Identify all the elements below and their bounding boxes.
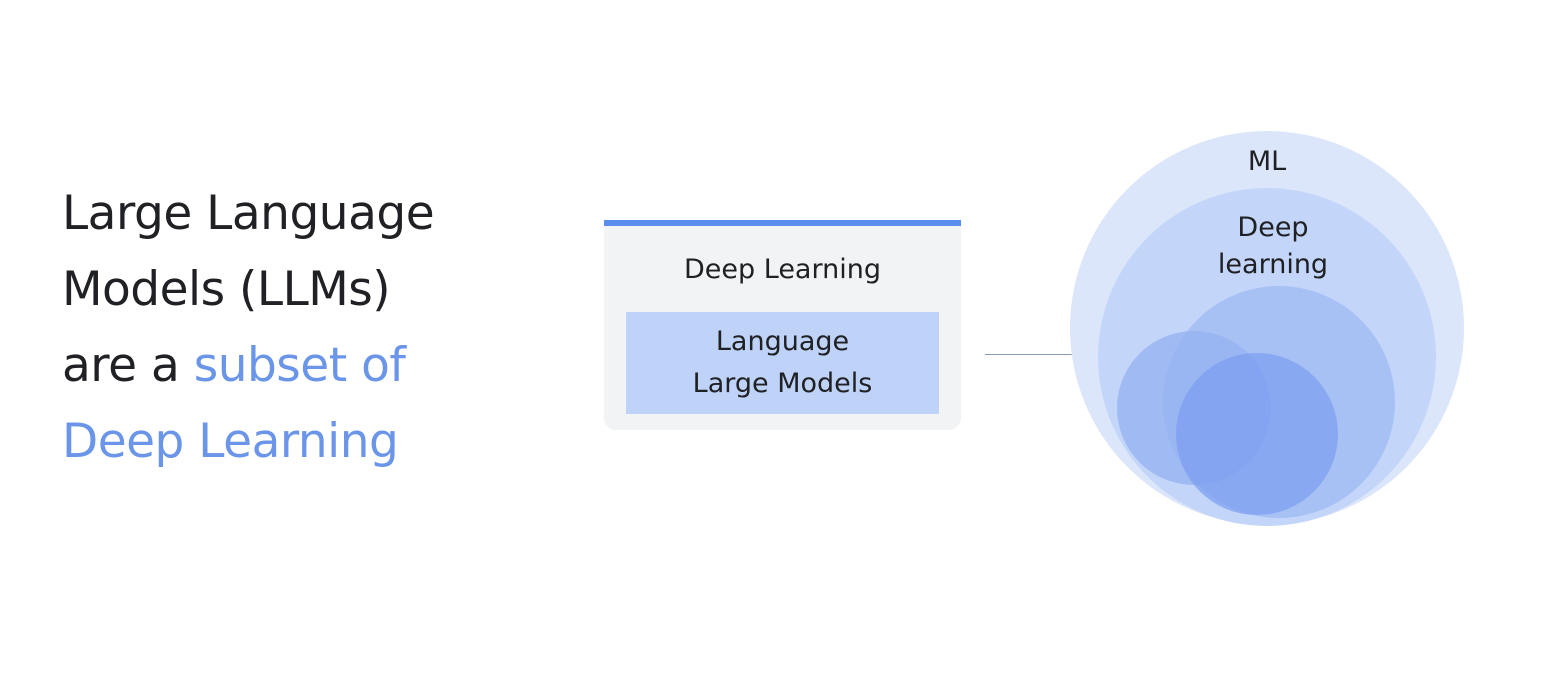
headline: Large Language Models (LLMs) are a subse… [62,176,435,480]
headline-line-1: Large Language [62,186,435,241]
connector-line [985,354,1155,355]
headline-line-3-plain: are a [62,338,194,393]
llm-box-line-1: Language [715,326,850,357]
headline-line-2: Models (LLMs) [62,262,391,317]
deep-learning-card: Deep Learning Language Large Models [604,220,961,430]
card-title: Deep Learning [684,254,881,285]
llm-box: Language Large Models [626,312,939,414]
headline-line-3: are a subset of [62,328,434,404]
venn-diagram: ML Deep learning [1070,131,1464,526]
headline-line-4-accent: Deep Learning [62,414,399,469]
headline-line-3-accent: subset of [193,338,406,393]
llm-box-line-2: Large Models [692,368,873,399]
ml-label: ML [1248,146,1286,177]
deep-learning-label-2: learning [1218,249,1328,280]
deep-learning-label-1: Deep [1237,212,1308,243]
inner-circle-bottom [1176,353,1338,515]
